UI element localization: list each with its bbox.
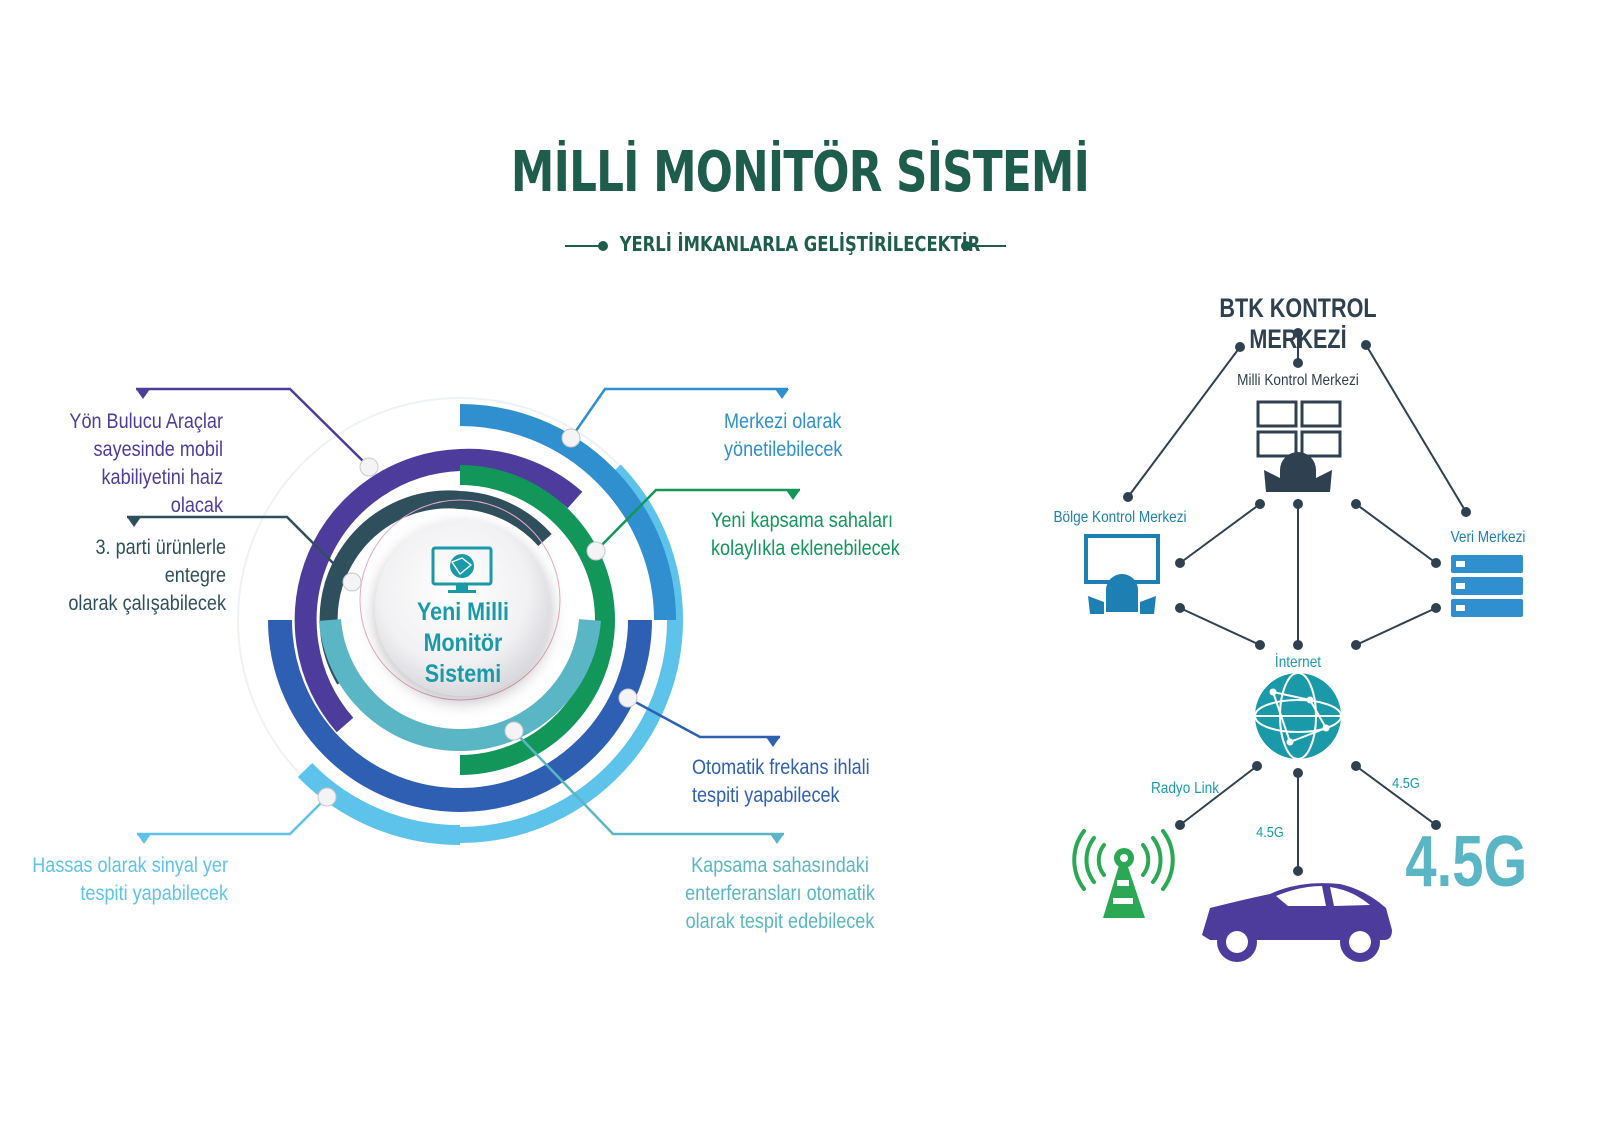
ring-light-blue-bottom — [297, 762, 461, 846]
arrow-f4 — [775, 389, 789, 399]
subtitle-right-line — [966, 245, 1006, 247]
feature-label-frequency-violation: Otomatik frekans ihlali tespiti yapabile… — [692, 754, 898, 810]
feature-f7-line3: olarak tespit edebilecek — [685, 910, 875, 933]
national-center-label: Milli Kontrol Merkezi — [1237, 372, 1359, 389]
network-title: BTK KONTROL MERKEZİ — [1219, 293, 1377, 354]
arrow-f3 — [137, 834, 151, 844]
radio-link-label: Radyo Link — [1150, 780, 1220, 797]
feature-f5-line2: kolaylıkla eklenebilecek — [711, 537, 900, 560]
feature-f2-line1: 3. parti ürünlerle entegre — [95, 536, 226, 587]
subtitle-left-line — [565, 245, 603, 247]
regional-center-label: Bölge Kontrol Merkezi — [1053, 509, 1187, 526]
feature-f5-line1: Yeni kapsama sahaları — [711, 509, 894, 532]
connector-f3 — [137, 796, 328, 836]
connector-arrows — [127, 389, 800, 844]
feature-connectors — [127, 387, 800, 836]
subtitle-left-dot — [598, 241, 608, 251]
page-subtitle: YERLİ İMKANLARLA GELİŞTİRİLECEKTİR — [619, 232, 981, 256]
regional-operator-icon — [1084, 534, 1160, 614]
internet-label: İnternet — [1274, 654, 1322, 671]
ring-teal — [319, 618, 601, 752]
connector-f4 — [569, 387, 788, 439]
knob-f7 — [504, 721, 524, 741]
feature-ring-diagram — [127, 387, 800, 846]
feature-f1-line2: sayesinde mobil — [93, 438, 223, 461]
knob-f6 — [618, 688, 638, 708]
connector-f6 — [627, 696, 780, 739]
feature-f6-line2: tespiti yapabilecek — [692, 784, 840, 807]
knob-f5 — [586, 541, 606, 561]
car-icon — [1202, 883, 1392, 962]
center-title-line1: Yeni Milli — [416, 598, 509, 626]
network-link-dots — [1123, 328, 1471, 876]
thin-pink-ring — [359, 499, 561, 701]
arrow-f2 — [127, 517, 141, 527]
knob-f2 — [342, 572, 362, 592]
center-disc — [375, 520, 551, 696]
control-room-icon — [1256, 400, 1342, 492]
data-center-label: Veri Merkezi — [1450, 529, 1526, 546]
server-stack-icon — [1451, 555, 1523, 617]
feature-f4-line2: yönetilebilecek — [724, 438, 843, 461]
arrow-f5 — [786, 490, 800, 500]
feature-f1-line1: Yön Bulucu Araçlar — [69, 410, 223, 433]
network-diagram — [1072, 328, 1523, 962]
g-link-label-car: 4.5G — [1256, 824, 1284, 841]
connector-knobs — [317, 428, 638, 807]
big-4g-badge: 4.5G — [1405, 822, 1528, 902]
page-title: MİLLİ MONİTÖR SİSTEMİ — [510, 140, 1090, 205]
feature-label-direction-finder: Yön Bulucu Araçlar sayesinde mobil kabil… — [48, 408, 223, 520]
feature-f4-line1: Merkezi olarak — [724, 410, 842, 433]
knob-f4 — [561, 428, 581, 448]
feature-f2-line2: olarak çalışabilecek — [68, 592, 226, 615]
g-link-label-right: 4.5G — [1392, 775, 1420, 792]
ring-dark-blue — [268, 619, 652, 813]
arrow-f6 — [766, 737, 780, 747]
connector-f7 — [513, 730, 784, 836]
feature-f6-line1: Otomatik frekans ihlali — [692, 756, 870, 779]
arrow-f1 — [136, 389, 150, 399]
feature-f7-line1: Kapsama sahasındaki — [691, 854, 869, 877]
center-title: Yeni Milli Monitör Sistemi — [394, 597, 532, 690]
connector-f5 — [595, 488, 800, 552]
feature-f7-line2: enterferansları otomatik — [685, 882, 875, 905]
connector-f2 — [127, 515, 353, 583]
knob-f3 — [317, 787, 337, 807]
feature-f3-line2: tespiti yapabilecek — [80, 882, 228, 905]
ring-purple — [294, 448, 583, 733]
feature-label-central-management: Merkezi olarak yönetilebilecek — [724, 408, 913, 464]
arrow-f7 — [770, 834, 784, 844]
ring-blue-top — [459, 404, 676, 621]
monitor-globe-icon — [431, 546, 493, 593]
feature-label-signal-location: Hassas olarak sinyal yer tespiti yapabil… — [32, 852, 228, 908]
feature-label-third-party: 3. parti ürünlerle entegre olarak çalışa… — [32, 534, 226, 618]
radio-antenna-icon — [1072, 829, 1175, 918]
connector-f1 — [136, 387, 370, 468]
internet-globe-icon — [1254, 672, 1342, 760]
feature-f1-line3: kabiliyetini haiz olacak — [101, 466, 223, 517]
feature-f3-line1: Hassas olarak sinyal yer — [32, 854, 228, 877]
center-title-line2: Monitör Sistemi — [423, 629, 503, 688]
knob-f1 — [359, 457, 379, 477]
feature-label-interference: Kapsama sahasındaki enterferansları otom… — [677, 852, 883, 936]
feature-label-new-coverage: Yeni kapsama sahaları kolaylıkla ekleneb… — [711, 507, 917, 563]
